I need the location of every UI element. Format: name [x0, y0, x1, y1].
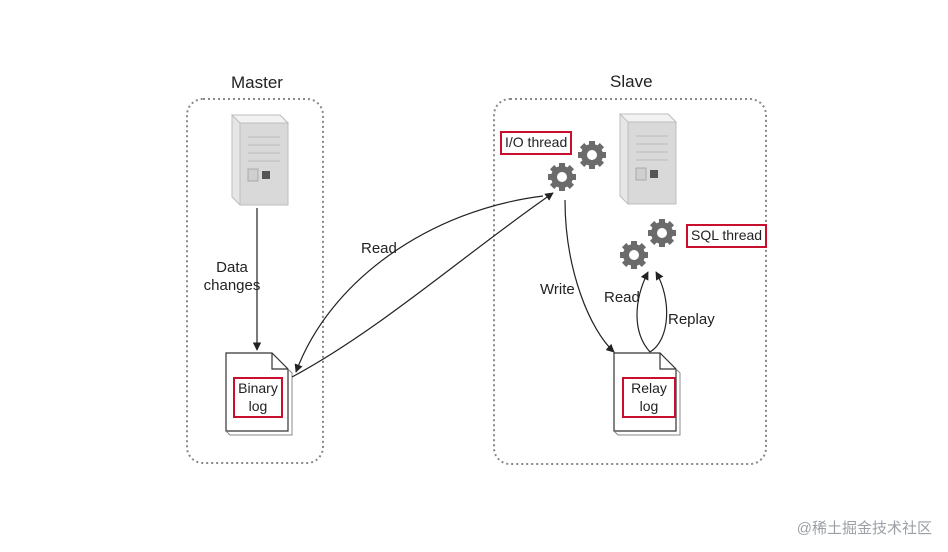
slave-server-icon: [619, 113, 677, 205]
binary-log-line2: log: [248, 397, 268, 414]
binlog-return-arrow: [294, 195, 544, 373]
data-changes-label: Data changes: [201, 259, 263, 295]
read-label: Read: [361, 240, 397, 257]
data-changes-line2: changes: [203, 277, 261, 294]
data-changes-line1: Data: [216, 259, 248, 276]
binary-log-label: Binary log: [233, 377, 283, 418]
master-server-icon: [231, 114, 289, 206]
io-thread-label: I/O thread: [500, 131, 573, 155]
slave-title: Slave: [610, 72, 653, 91]
io-thread-gear-icon-2: [578, 141, 606, 169]
slave-container: [493, 98, 767, 465]
write-arrow: [564, 199, 615, 353]
replay-arrow: [649, 271, 668, 353]
master-title: Master: [231, 73, 283, 92]
master-container: [186, 98, 324, 464]
io-to-binlog-read-arrow: [291, 192, 554, 378]
relay-log-line1: Relay: [631, 380, 667, 396]
sql-thread-label: SQL thread: [686, 224, 768, 248]
sql-thread-gear-icon-2: [648, 219, 676, 247]
write-label: Write: [540, 281, 575, 298]
watermark: @稀土掘金技术社区: [796, 520, 932, 537]
relay-log-line2: log: [639, 397, 659, 414]
sql-read-label: Read: [604, 289, 640, 306]
binary-log-line1: Binary: [238, 380, 278, 396]
relay-log-label: Relay log: [622, 377, 676, 418]
sql-read-arrow: [636, 271, 651, 353]
replay-label: Replay: [668, 311, 715, 328]
sql-thread-gear-icon: [620, 241, 648, 269]
io-thread-gear-icon: [548, 163, 576, 191]
